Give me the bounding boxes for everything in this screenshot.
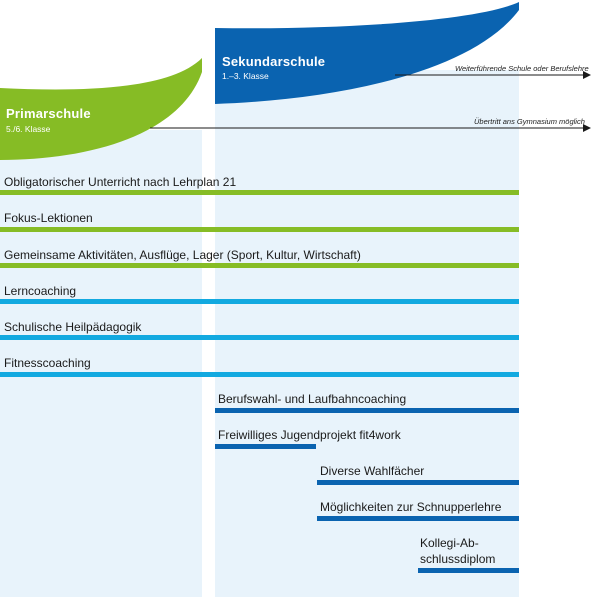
offer-label-aktivitaeten: Gemeinsame Aktivitäten, Ausflüge, Lager … (4, 248, 361, 262)
offer-label-kollegi-line1: Kollegi-Ab- (420, 536, 479, 550)
note-weiterfuehrend: Weiterführende Schule oder Berufslehre (455, 64, 589, 73)
offer-label-kollegi-line2: schlussdiplom (420, 552, 496, 566)
offer-label-jugendprojekt: Freiwilliges Jugendprojekt fit4work (218, 428, 401, 442)
sekundarschule-shape (215, 2, 519, 104)
sekundarschule-column (215, 70, 519, 597)
primarschule-column (0, 130, 202, 597)
offer-bar-fitness (0, 372, 519, 377)
offer-bar-heilpaedagogik (0, 335, 519, 340)
offer-bar-berufswahl (215, 408, 519, 413)
sekundarschule-title: Sekundarschule (222, 54, 326, 69)
offer-bar-jugendprojekt (215, 444, 316, 449)
offer-label-fitness: Fitnesscoaching (4, 356, 91, 370)
offer-bar-kollegi (418, 568, 519, 573)
primarschule-subtitle: 5./6. Klasse (6, 124, 51, 134)
offer-bar-schnupperlehre (317, 516, 519, 521)
offer-label-obligatorisch: Obligatorischer Unterricht nach Lehrplan… (4, 175, 237, 189)
offer-label-schnupperlehre: Möglichkeiten zur Schnupperlehre (320, 500, 502, 514)
sekundarschule-subtitle: 1.–3. Klasse (222, 71, 269, 81)
note-uebertritt: Übertritt ans Gymnasium möglich (474, 117, 585, 126)
offer-label-fokus: Fokus-Lektionen (4, 211, 93, 225)
offer-bar-fokus (0, 227, 519, 232)
primarschule-shape (0, 58, 202, 160)
offer-bar-aktivitaeten (0, 263, 519, 268)
primarschule-title: Primarschule (6, 106, 91, 121)
offer-bar-obligatorisch (0, 190, 519, 195)
offer-label-heilpaedagogik: Schulische Heilpädagogik (4, 320, 142, 334)
offer-label-berufswahl: Berufswahl- und Laufbahncoaching (218, 392, 407, 406)
offer-bar-wahlfaecher (317, 480, 519, 485)
offer-label-wahlfaecher: Diverse Wahlfächer (320, 464, 425, 478)
offer-bar-lerncoaching (0, 299, 519, 304)
offer-label-lerncoaching: Lerncoaching (4, 284, 77, 298)
